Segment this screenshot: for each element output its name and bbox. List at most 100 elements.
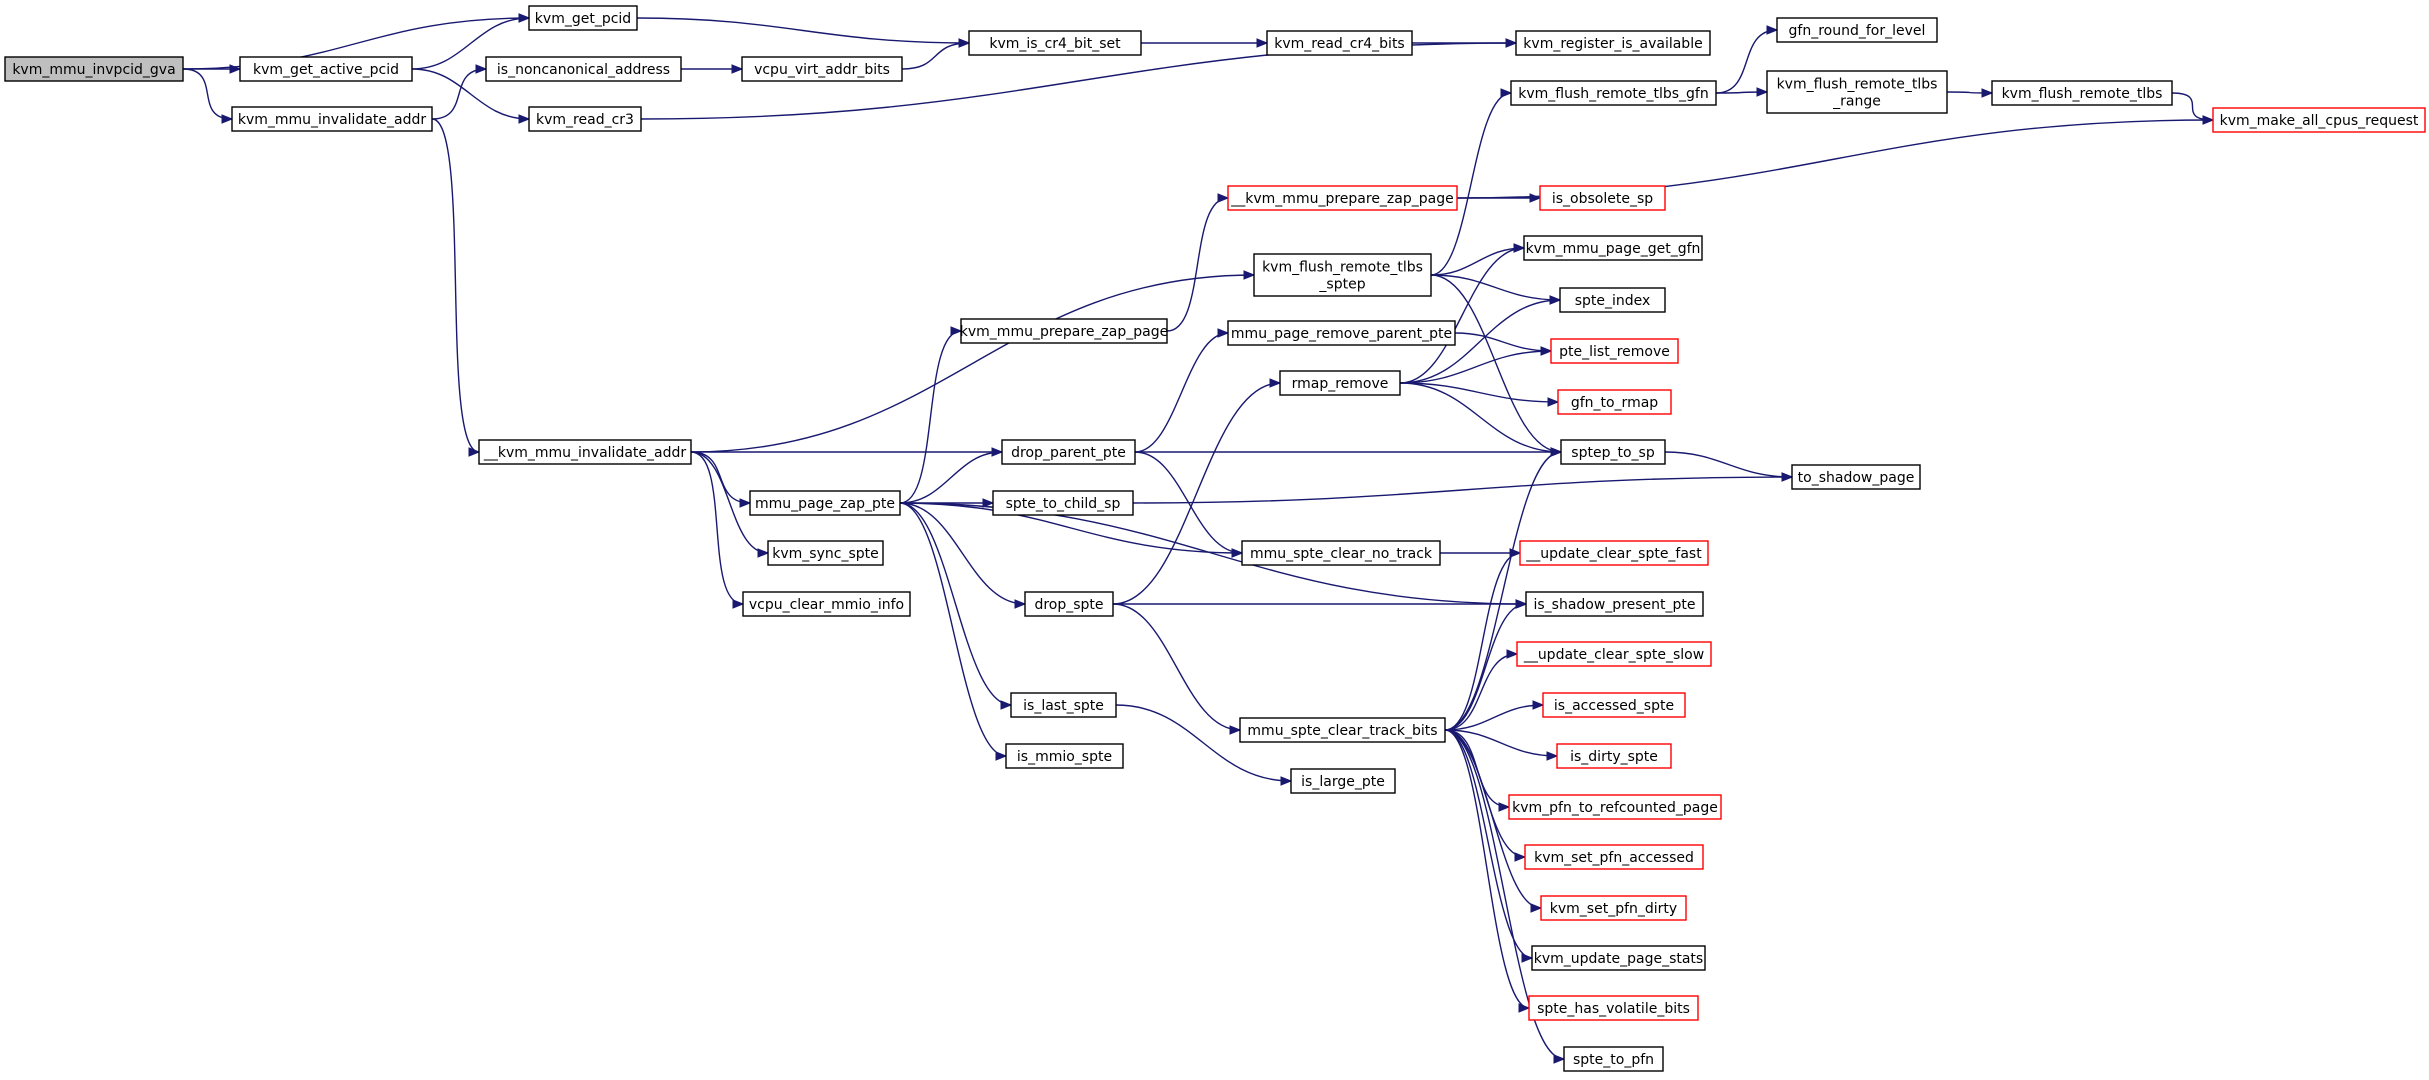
node-box[interactable] — [1556, 743, 1672, 769]
function-node-is-noncanonical[interactable]: is_noncanonical_address — [485, 56, 682, 82]
function-node-rmap-remove[interactable]: rmap_remove — [1279, 370, 1401, 396]
function-node-page-remove-parent-pte[interactable]: mmu_page_remove_parent_pte — [1227, 320, 1456, 346]
node-box[interactable] — [741, 56, 903, 82]
function-node--prepare-zap-page[interactable]: __kvm_mmu_prepare_zap_page — [1227, 185, 1458, 211]
node-box[interactable] — [1519, 540, 1709, 566]
node-box[interactable] — [742, 591, 911, 617]
node-box[interactable] — [1241, 540, 1441, 566]
node-box[interactable] — [528, 106, 642, 132]
function-node-register-is-available[interactable]: kvm_register_is_available — [1515, 30, 1711, 56]
function-node-mmu-invalidate-addr[interactable]: kvm_mmu_invalidate_addr — [231, 106, 433, 132]
node-box[interactable] — [1776, 17, 1938, 43]
function-node-page-zap-pte[interactable]: mmu_page_zap_pte — [749, 490, 901, 516]
function-node--invalidate-addr[interactable]: __kvm_mmu_invalidate_addr — [478, 439, 692, 465]
node-box[interactable] — [1279, 370, 1401, 396]
node-box[interactable] — [1791, 464, 1921, 490]
function-node-is-accessed-spte[interactable]: is_accessed_spte — [1542, 692, 1686, 718]
function-node-get-pcid[interactable]: kvm_get_pcid — [528, 5, 638, 31]
function-node-is-shadow-present-pte[interactable]: is_shadow_present_pte — [1525, 591, 1704, 617]
function-node-sync-spte[interactable]: kvm_sync_spte — [767, 540, 884, 566]
node-box[interactable] — [749, 490, 901, 516]
node-box[interactable] — [1560, 439, 1666, 465]
node-box[interactable] — [1766, 70, 1948, 114]
node-box[interactable] — [1563, 1046, 1664, 1072]
node-box[interactable] — [1524, 844, 1704, 870]
function-node-to-shadow-page[interactable]: to_shadow_page — [1791, 464, 1921, 490]
node-box[interactable] — [1290, 768, 1396, 794]
node-box[interactable] — [1515, 30, 1711, 56]
function-node-gfn-to-rmap[interactable]: gfn_to_rmap — [1557, 389, 1672, 415]
node-box[interactable] — [239, 56, 413, 82]
node-box[interactable] — [1557, 389, 1672, 415]
node-box[interactable] — [1510, 80, 1717, 106]
function-node-root[interactable]: kvm_mmu_invpcid_gva — [4, 56, 184, 82]
function-node-spte-has-volatile-bits[interactable]: spte_has_volatile_bits — [1528, 995, 1699, 1021]
function-node-spte-to-pfn[interactable]: spte_to_pfn — [1563, 1046, 1664, 1072]
function-node-get-active-pcid[interactable]: kvm_get_active_pcid — [239, 56, 413, 82]
node-box[interactable] — [1227, 320, 1456, 346]
function-node-gfn-round-for-level[interactable]: gfn_round_for_level — [1776, 17, 1938, 43]
node-box[interactable] — [1542, 692, 1686, 718]
node-box[interactable] — [1024, 591, 1114, 617]
node-box[interactable] — [1540, 895, 1687, 921]
node-box[interactable] — [1253, 253, 1432, 297]
node-box[interactable] — [992, 490, 1134, 516]
node-box[interactable] — [1516, 641, 1712, 667]
node-box[interactable] — [2212, 107, 2426, 133]
node-box[interactable] — [1550, 338, 1679, 364]
node-box[interactable] — [960, 318, 1168, 344]
function-node--update-clear-spte-fast[interactable]: __update_clear_spte_fast — [1519, 540, 1709, 566]
function-node-spte-to-child-sp[interactable]: spte_to_child_sp — [992, 490, 1134, 516]
function-node-flush-remote-tlbs-sptep[interactable]: kvm_flush_remote_tlbs_sptep — [1253, 253, 1432, 297]
node-box[interactable] — [767, 540, 884, 566]
node-box[interactable] — [1991, 80, 2173, 106]
node-box[interactable] — [1227, 185, 1458, 211]
node-box[interactable] — [1001, 439, 1136, 465]
function-node-clear-track-bits[interactable]: mmu_spte_clear_track_bits — [1239, 717, 1446, 743]
function-node-is-large-pte[interactable]: is_large_pte — [1290, 768, 1396, 794]
function-node-clear-no-track[interactable]: mmu_spte_clear_no_track — [1241, 540, 1441, 566]
function-node-is-dirty-spte[interactable]: is_dirty_spte — [1556, 743, 1672, 769]
function-node-flush-remote-tlbs-gfn[interactable]: kvm_flush_remote_tlbs_gfn — [1510, 80, 1717, 106]
function-node--update-clear-spte-slow[interactable]: __update_clear_spte_slow — [1516, 641, 1712, 667]
function-node-drop-parent-pte[interactable]: drop_parent_pte — [1001, 439, 1136, 465]
node-box[interactable] — [528, 5, 638, 31]
node-box[interactable] — [1005, 743, 1124, 769]
function-node-is-cr4-bit-set[interactable]: kvm_is_cr4_bit_set — [968, 30, 1142, 56]
function-node-is-obsolete-sp[interactable]: is_obsolete_sp — [1539, 185, 1666, 211]
function-node-pte-list-remove[interactable]: pte_list_remove — [1550, 338, 1679, 364]
function-node-set-pfn-accessed[interactable]: kvm_set_pfn_accessed — [1524, 844, 1704, 870]
function-node-vcpu-virt-addr-bits[interactable]: vcpu_virt_addr_bits — [741, 56, 903, 82]
node-box[interactable] — [478, 439, 692, 465]
function-node-is-mmio-spte[interactable]: is_mmio_spte — [1005, 743, 1124, 769]
node-box[interactable] — [1523, 235, 1703, 261]
node-box[interactable] — [1559, 287, 1666, 313]
node-box[interactable] — [4, 56, 184, 82]
node-box[interactable] — [1525, 591, 1704, 617]
function-node-is-last-spte[interactable]: is_last_spte — [1010, 692, 1117, 718]
function-node-prepare-zap-page[interactable]: kvm_mmu_prepare_zap_page — [960, 318, 1168, 344]
node-box[interactable] — [1266, 30, 1413, 56]
function-node-vcpu-clear-mmio-info[interactable]: vcpu_clear_mmio_info — [742, 591, 911, 617]
function-node-sptep-to-sp[interactable]: sptep_to_sp — [1560, 439, 1666, 465]
function-node-page-get-gfn[interactable]: kvm_mmu_page_get_gfn — [1523, 235, 1703, 261]
node-box[interactable] — [1539, 185, 1666, 211]
function-node-pfn-to-refcounted-page[interactable]: kvm_pfn_to_refcounted_page — [1508, 794, 1722, 820]
node-box[interactable] — [968, 30, 1142, 56]
function-node-read-cr3[interactable]: kvm_read_cr3 — [528, 106, 642, 132]
function-node-flush-remote-tlbs[interactable]: kvm_flush_remote_tlbs — [1991, 80, 2173, 106]
function-node-set-pfn-dirty[interactable]: kvm_set_pfn_dirty — [1540, 895, 1687, 921]
function-node-flush-remote-tlbs-range[interactable]: kvm_flush_remote_tlbs_range — [1766, 70, 1948, 114]
node-box[interactable] — [1531, 945, 1706, 971]
function-node-update-page-stats[interactable]: kvm_update_page_stats — [1531, 945, 1706, 971]
node-box[interactable] — [1010, 692, 1117, 718]
function-node-read-cr4-bits[interactable]: kvm_read_cr4_bits — [1266, 30, 1413, 56]
node-box[interactable] — [1239, 717, 1446, 743]
node-box[interactable] — [1528, 995, 1699, 1021]
function-node-make-all-cpus-request[interactable]: kvm_make_all_cpus_request — [2212, 107, 2426, 133]
function-node-spte-index[interactable]: spte_index — [1559, 287, 1666, 313]
function-node-drop-spte[interactable]: drop_spte — [1024, 591, 1114, 617]
node-box[interactable] — [1508, 794, 1722, 820]
node-box[interactable] — [485, 56, 682, 82]
node-box[interactable] — [231, 106, 433, 132]
